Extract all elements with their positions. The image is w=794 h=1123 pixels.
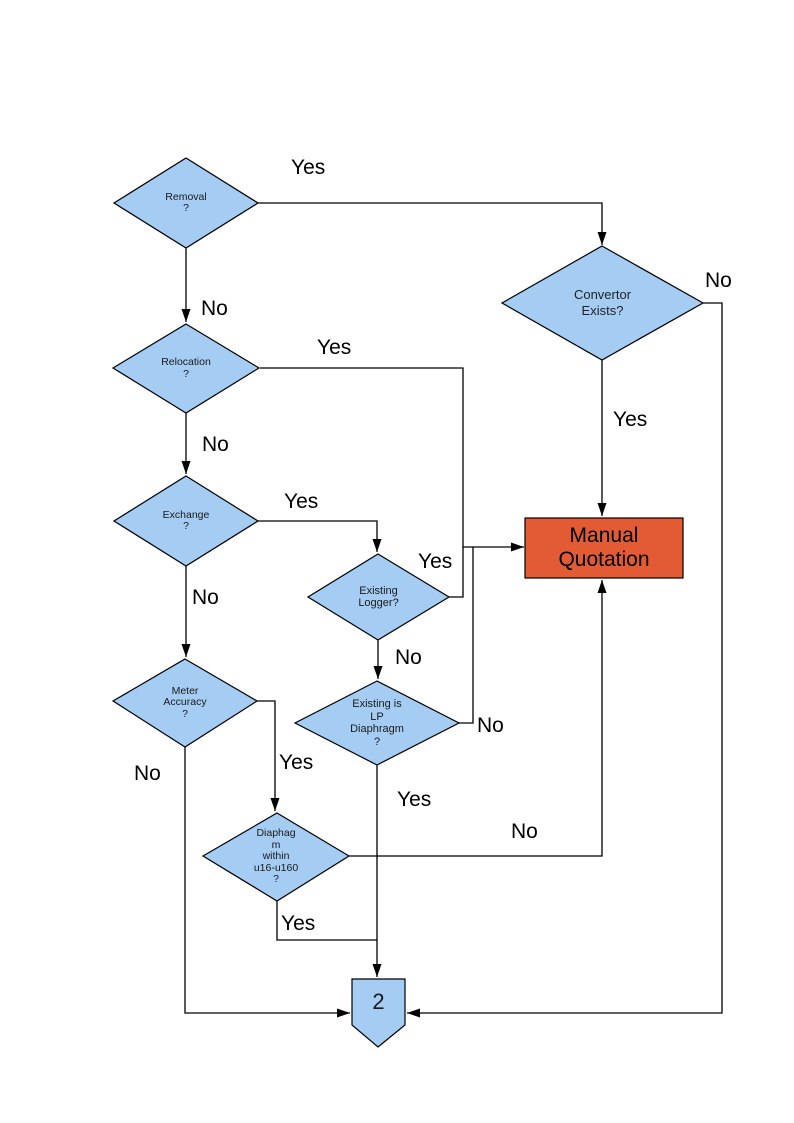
node-removal-shape (112, 157, 260, 249)
node-lp-diaphragm-shape (293, 680, 461, 766)
node-meter-accuracy-shape (111, 658, 259, 748)
node-existing-logger-shape (306, 553, 451, 641)
edges-layer (181, 202, 723, 1018)
node-connector-2-shape (351, 978, 406, 1048)
edge-exchange-yes (258, 520, 382, 552)
edge-lp-diaphragm-no (459, 547, 474, 724)
edge-diaphragm-no (349, 580, 607, 857)
edge-meter-yes (257, 700, 280, 811)
node-manual-quotation-shape (524, 517, 684, 579)
node-convertor-exists-shape (500, 245, 705, 361)
node-relocation-shape (111, 323, 261, 414)
edge-existing-logger-yes (449, 547, 464, 598)
edge-diaphragm-yes (276, 901, 377, 941)
edge-removal-yes (258, 202, 607, 245)
edge-meter-no (184, 747, 350, 1018)
nodes-layer (111, 157, 705, 1048)
edge-convertor-no (407, 302, 723, 1018)
node-exchange-shape (112, 475, 260, 567)
edge-relocation-yes (260, 367, 524, 552)
node-diaphragm-range-shape (201, 812, 351, 902)
